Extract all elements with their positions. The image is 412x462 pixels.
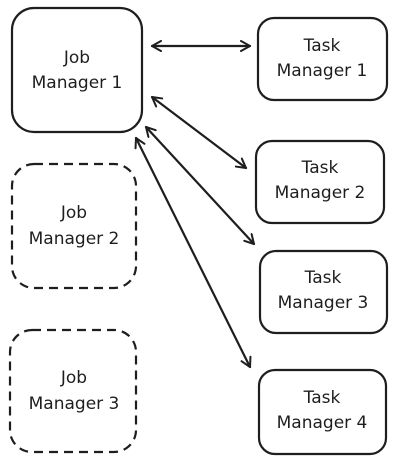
- node-label-line: Job: [60, 368, 87, 388]
- node-label-line: Manager 3: [278, 293, 369, 313]
- node-label-line: Manager 3: [29, 394, 120, 414]
- connections: [134, 40, 256, 369]
- node-label-line: Task: [303, 36, 341, 56]
- node-label-line: Task: [303, 388, 341, 408]
- node-task-manager-1[interactable]: Task Manager 1: [256, 16, 389, 102]
- node-label-line: Job: [60, 203, 87, 223]
- node-task-manager-2[interactable]: Task Manager 2: [254, 139, 386, 225]
- edge-jm1-tm4: [134, 136, 252, 369]
- node-label-line: Manager 2: [29, 229, 120, 249]
- node-task-manager-4[interactable]: Task Manager 4: [257, 368, 388, 456]
- edge-jm1-tm2: [150, 95, 248, 170]
- node-label-line: Manager 2: [275, 183, 366, 203]
- node-job-manager-1[interactable]: Job Manager 1: [10, 6, 144, 134]
- node-label-line: Manager 4: [277, 413, 368, 433]
- node-label-line: Manager 1: [277, 61, 368, 81]
- node-label-line: Task: [301, 158, 339, 178]
- node-label-line: Job: [63, 48, 90, 68]
- node-label-line: Manager 1: [32, 73, 123, 93]
- node-task-manager-3[interactable]: Task Manager 3: [258, 249, 389, 335]
- node-job-manager-3[interactable]: Job Manager 3: [8, 328, 138, 454]
- edge-jm1-tm3: [144, 125, 256, 246]
- node-label-line: Task: [304, 268, 342, 288]
- node-job-manager-2[interactable]: Job Manager 2: [10, 162, 138, 290]
